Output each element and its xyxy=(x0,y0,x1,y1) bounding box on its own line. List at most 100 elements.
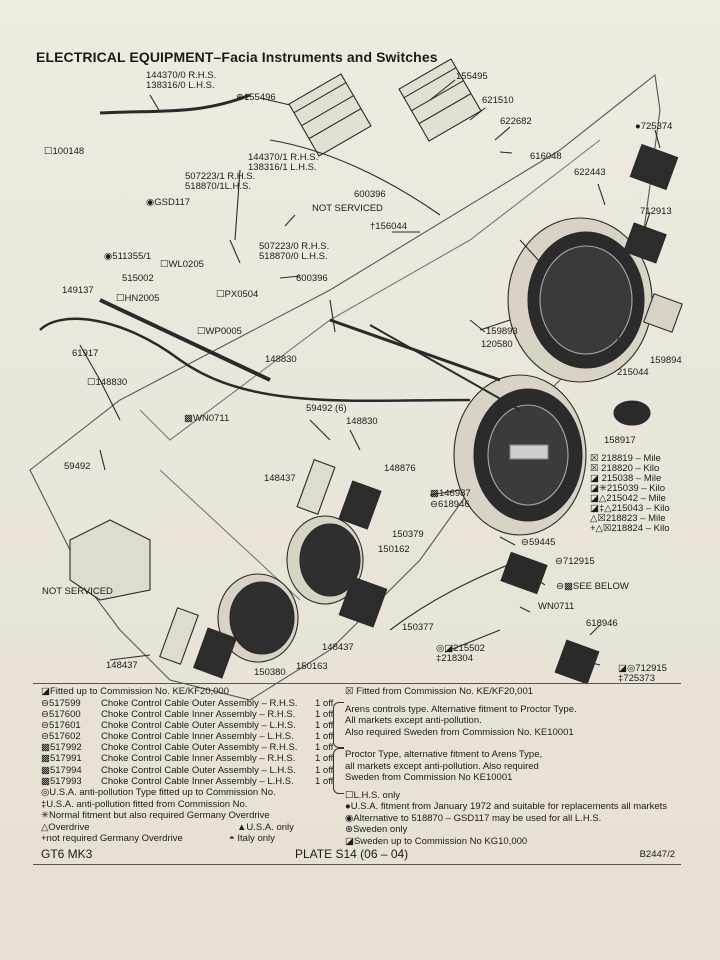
label-148437-a: 148437 xyxy=(264,473,296,484)
bracket xyxy=(69,519,151,601)
tacho-cable xyxy=(269,139,441,216)
label-158917: 158917 xyxy=(604,435,636,446)
legend-note: ☐L.H.S. only xyxy=(345,789,400,801)
choke-knob-1 xyxy=(500,551,548,595)
label-155495: 155495 xyxy=(456,71,488,82)
label-159894: 159894 xyxy=(650,355,682,366)
label-511355: ◉511355/1 xyxy=(104,251,152,262)
arens-note: All markets except anti-pollution. xyxy=(345,715,482,726)
legend-top-right: ☒ Fitted from Commission No. KE/KF20,001 xyxy=(345,686,534,697)
legend-box: ◪Fitted up to Commission No. KE/KF20,000… xyxy=(33,683,681,865)
rocker-switch-3 xyxy=(643,293,683,333)
label-150163: 150163 xyxy=(296,661,328,672)
choke-knob-2 xyxy=(554,639,600,685)
label-150377: 150377 xyxy=(402,622,434,633)
label-507223-0: 507223/0 R.H.S.518870/0 L.H.S. xyxy=(259,241,330,262)
label-159893: 159893 xyxy=(486,326,518,337)
label-148830-b: ☐148830 xyxy=(87,377,128,388)
label-wp0005: ☐WP0005 xyxy=(197,326,242,337)
label-148437-b: 148437 xyxy=(322,642,354,653)
label-618946-b: 618946 xyxy=(586,618,618,629)
title-main: ELECTRICAL EQUIPMENT xyxy=(36,49,214,65)
label-150380: 150380 xyxy=(254,667,286,678)
label-120580: 120580 xyxy=(481,339,513,350)
label-600396-b: 600396 xyxy=(296,273,328,284)
label-622682: 622682 xyxy=(500,116,532,127)
label-215502: ◎◪215502‡218304 xyxy=(436,643,485,664)
label-150162: 150162 xyxy=(378,544,410,555)
label-hn2005: ☐HN2005 xyxy=(116,293,160,304)
legend-note: +not required Germany Overdrive◓ Italy o… xyxy=(41,833,275,844)
speedo-cable xyxy=(99,93,251,115)
wire-loop xyxy=(389,559,521,631)
label-61917: 61917 xyxy=(72,348,99,359)
label-616048: 616048 xyxy=(530,151,562,162)
label-59445: ⊖59445 xyxy=(521,537,556,548)
label-712915-b: ◪◎712915‡725373 xyxy=(618,663,667,684)
label-148437-c: 148437 xyxy=(106,660,138,671)
label-gsd117: ◉GSD117 xyxy=(146,197,191,208)
choke-cable xyxy=(39,317,471,403)
tachometer-gauge xyxy=(479,217,653,383)
arens-note: Arens controls type. Alternative fitment… xyxy=(345,703,577,715)
legend-note: △Overdrive▲U.S.A. only xyxy=(41,821,294,833)
label-215044: 215044 xyxy=(617,367,649,378)
title-sub: Facia Instruments and Switches xyxy=(221,49,438,65)
heater-cable-2 xyxy=(369,324,521,411)
label-622443: 622443 xyxy=(574,167,606,178)
bezel-frame-2 xyxy=(159,607,199,665)
legend-note: ●U.S.A. fitment from January 1972 and su… xyxy=(345,801,668,812)
model-name: GT6 MK3 xyxy=(41,847,93,861)
plug-connector-1 xyxy=(288,73,372,157)
legend-top-left: ◪Fitted up to Commission No. KE/KF20,000 xyxy=(41,686,229,697)
legend-right-column: ☒ Fitted from Commission No. KE/KF20,001… xyxy=(345,686,685,847)
brace-arens xyxy=(333,702,344,748)
label-621510: 621510 xyxy=(482,95,514,106)
label-155496: ⊕155496 xyxy=(236,92,276,103)
legend-left-column: ◪Fitted up to Commission No. KE/KF20,000… xyxy=(41,686,371,845)
proctor-note: Sweden from Commission No KE10001 xyxy=(345,772,513,783)
small-gauge-lower xyxy=(217,573,299,663)
label-150379: 150379 xyxy=(392,529,424,540)
brace-proctor xyxy=(333,748,344,794)
label-618946-a: ⊖618946 xyxy=(430,499,470,510)
label-59492-6: 59492 (6) xyxy=(306,403,347,414)
legend-note: ⊕Sweden only xyxy=(345,824,408,835)
label-148876: 148876 xyxy=(384,463,416,474)
rocker-switch-4 xyxy=(338,480,382,530)
proctor-note: Proctor Type, alternative fitment to Are… xyxy=(345,749,543,760)
warning-light xyxy=(613,400,651,426)
arens-note: Also required Sweden from Commission No.… xyxy=(345,726,574,738)
rocker-switch-6 xyxy=(193,627,237,679)
label-px0504: ☐PX0504 xyxy=(216,289,259,300)
label-149137: 149137 xyxy=(62,285,94,296)
speedometer-gauge xyxy=(453,374,587,536)
drawing-code: B2447/2 xyxy=(639,849,675,860)
label-148830-c: 148830 xyxy=(346,416,378,427)
choke-cable-2 xyxy=(99,298,271,382)
rocker-switch-5 xyxy=(338,576,388,628)
label-156044: †156044 xyxy=(370,221,407,232)
page-title: ELECTRICAL EQUIPMENT–Facia Instruments a… xyxy=(36,49,438,65)
label-wn0711-a: ▩WN0711 xyxy=(184,413,230,424)
label-wn0711-b: WN0711 xyxy=(538,601,575,612)
label-144370-0: 144370/0 R.H.S.138316/0 L.H.S. xyxy=(146,70,217,91)
rocker-switch-1 xyxy=(629,143,679,191)
page-footer: GT6 MK3 PLATE S14 (06 – 04) B2447/2 xyxy=(33,847,681,865)
legend-note: ✳Normal fitment but also required German… xyxy=(41,810,270,821)
label-712913: 712913 xyxy=(640,206,672,217)
label-515002: 515002 xyxy=(122,273,154,284)
legend-note: ◪Sweden up to Commission No KG10,000 xyxy=(345,835,528,847)
label-144370-1: 144370/1 R.H.S.138316/1 L.H.S. xyxy=(248,152,319,173)
legend-note: ◉Alternative to 518870 – GSD117 may be u… xyxy=(345,812,602,824)
label-725374: ●725374 xyxy=(635,121,673,132)
legend-note: ◎U.S.A. anti-pollution Type fitted up to… xyxy=(41,787,276,798)
